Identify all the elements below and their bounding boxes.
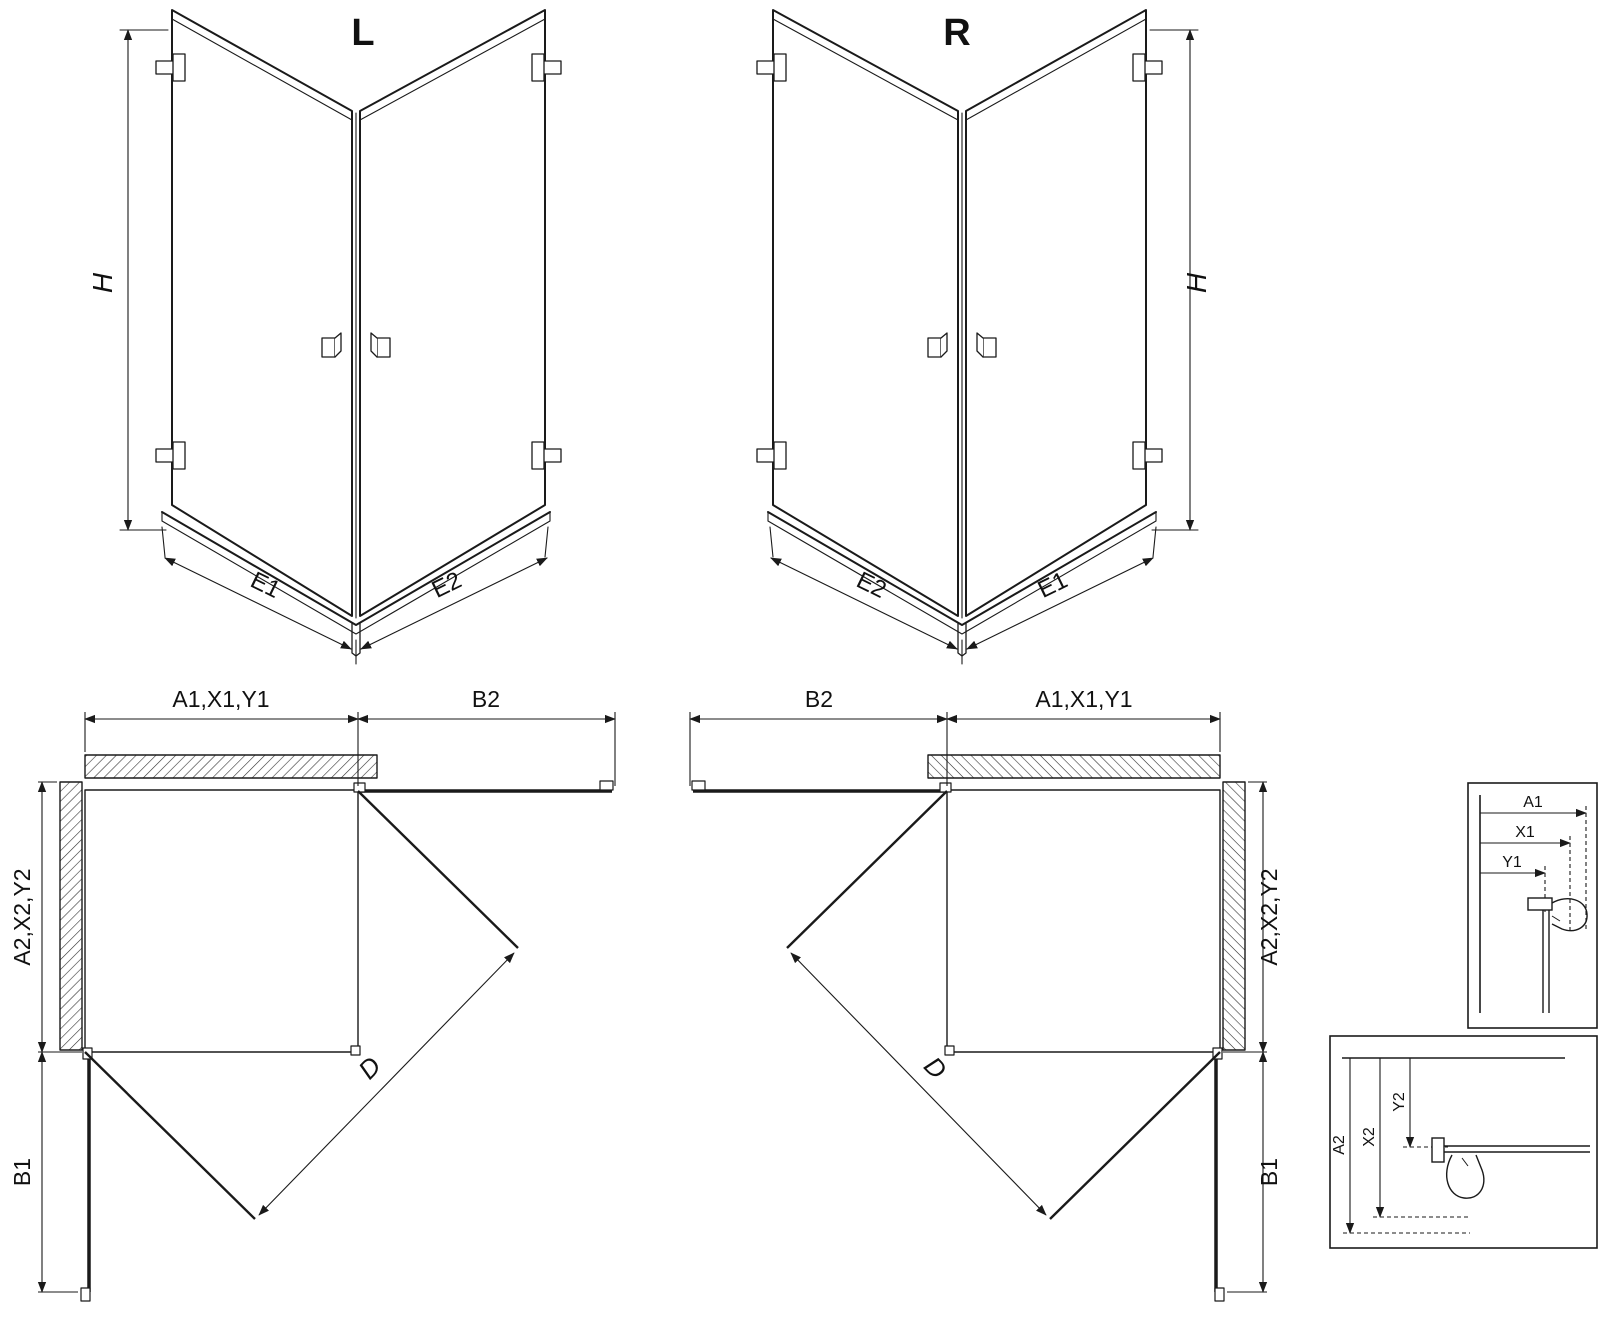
- detail-top-dim3-label: Y1: [1502, 854, 1522, 871]
- wall-profile-section: [1527, 897, 1588, 1013]
- detail-bottom-frame: [1329, 1035, 1598, 1249]
- hinges-and-handles: [155, 53, 562, 470]
- variant-label-left: L: [351, 12, 374, 54]
- door-45-top: [357, 790, 519, 949]
- detail-top-frame: [1467, 782, 1598, 1029]
- tray-profile-section: [1431, 1137, 1590, 1199]
- plan-left-side-depth-label: A2,X2,Y2: [9, 868, 35, 965]
- plan-left-door-top-label: B2: [472, 686, 500, 712]
- plan-left-diagonal-label: D: [352, 1051, 387, 1085]
- door-handle: [376, 337, 391, 358]
- plan-left-door-side-label: B1: [9, 1158, 35, 1186]
- e1-label-right: E1: [1034, 567, 1072, 604]
- iso-view-right-linework: [757, 10, 1198, 664]
- detail-panel-top: [1467, 782, 1598, 1029]
- variant-label-right: R: [943, 12, 970, 54]
- dimension-widths: [161, 526, 549, 665]
- detail-bottom-dim3-label: Y2: [1391, 1092, 1408, 1112]
- glass-panel-left: [171, 9, 353, 617]
- door-45-side: [84, 1051, 256, 1220]
- plan-right-diagonal-label: D: [918, 1051, 953, 1085]
- detail-top-dim1-label: A1: [1523, 794, 1543, 811]
- height-label-right: H: [1181, 272, 1212, 293]
- dimension-lines: [37, 712, 616, 1293]
- iso-view-left-linework: [119, 9, 562, 665]
- e1-label-left: E1: [246, 567, 284, 604]
- plan-right-door-top-label: B2: [805, 686, 833, 712]
- dimension-height: [119, 29, 169, 531]
- detail-bottom-dim1-label: A2: [1331, 1135, 1348, 1155]
- plan-right-door-side-label: B1: [1256, 1158, 1282, 1186]
- plan-right-side-depth-label: A2,X2,Y2: [1256, 868, 1282, 965]
- plan-view-right-linework: [690, 712, 1267, 1301]
- wall-side: [59, 781, 83, 1051]
- plan-view-left-linework: [37, 712, 616, 1302]
- detail-top-dim2-label: X1: [1515, 824, 1535, 841]
- tray-outline: [84, 789, 359, 1053]
- height-label-left: H: [87, 272, 118, 293]
- plan-left-top-width-label: A1,X1,Y1: [172, 686, 269, 712]
- detail-bottom-dim2-label: X2: [1361, 1127, 1378, 1147]
- glass-panel-right: [359, 9, 546, 617]
- plan-right-top-width-label: A1,X1,Y1: [1035, 686, 1132, 712]
- dimension-diagonal: [258, 952, 515, 1216]
- door-handle: [321, 337, 336, 358]
- wall-top: [84, 754, 378, 779]
- detail-panel-bottom: [1329, 1035, 1598, 1249]
